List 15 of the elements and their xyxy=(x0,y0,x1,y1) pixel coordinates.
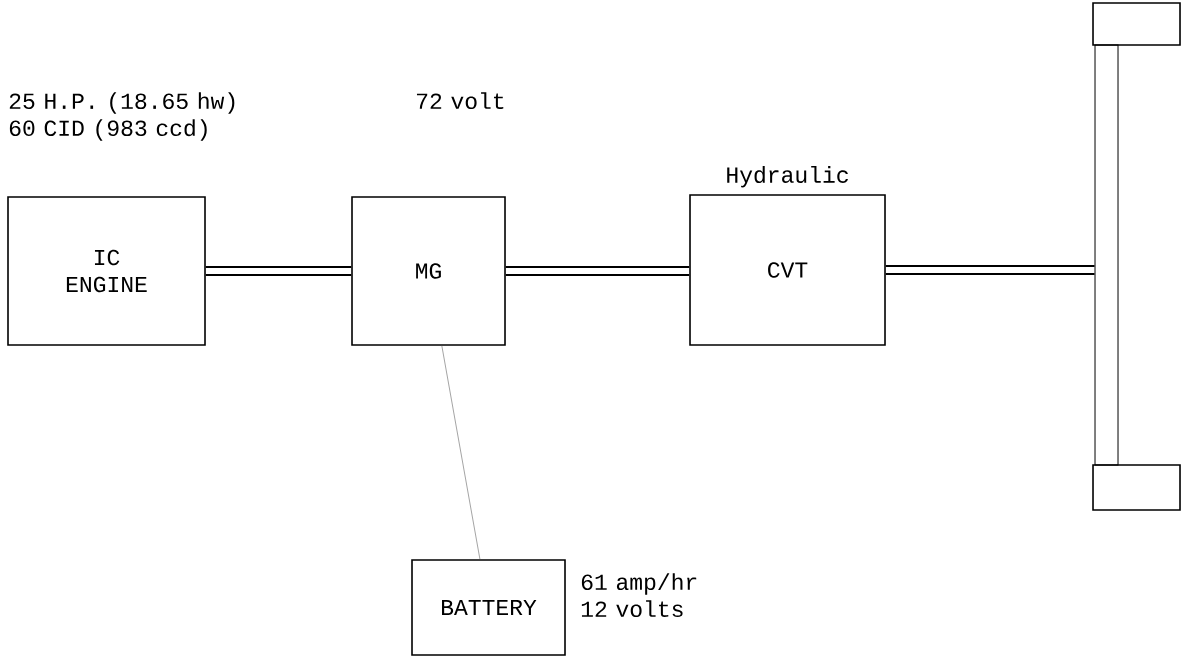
transmission-box: Hydraulic CVT xyxy=(689,166,886,346)
axle-bar xyxy=(1094,44,1119,466)
spec-text: 25 H.P. (18.65 hw) 60 CID (983 ccd) xyxy=(9,92,235,141)
spec-text: 72 volt xyxy=(417,92,504,110)
shaft xyxy=(504,266,691,276)
node-label: Hydraulic xyxy=(727,166,848,188)
shaft xyxy=(204,266,353,276)
wheel-box xyxy=(1092,464,1181,511)
wheel-box xyxy=(1092,2,1181,46)
engine-box: IC ENGINE xyxy=(7,196,206,346)
wire xyxy=(441,345,481,560)
battery-box: BATTERY xyxy=(411,559,566,656)
motor-generator-box: MG xyxy=(351,196,506,346)
shaft xyxy=(884,265,1096,275)
spec-text: 61 amp/hr 12 volts xyxy=(581,573,697,618)
